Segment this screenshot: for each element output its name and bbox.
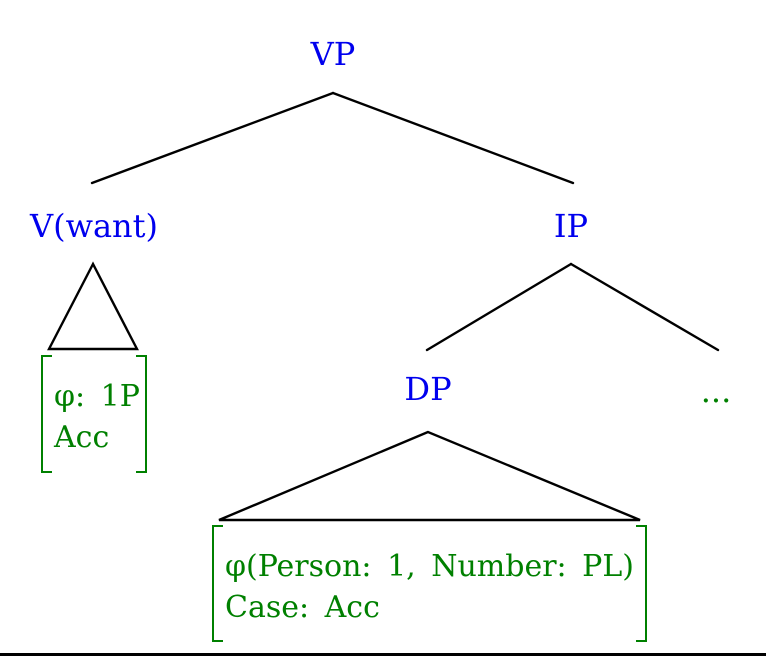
edge-vp-v — [90, 91, 335, 185]
feature-text: φ(Person: 1, Number: PL) Case: Acc — [225, 546, 634, 628]
feature-structure-dp: φ(Person: 1, Number: PL) Case: Acc — [212, 525, 647, 642]
node-ellipsis: ... — [700, 372, 732, 410]
left-bracket-icon — [212, 525, 223, 642]
node-v: V(want) — [29, 207, 159, 245]
feature-line-case: Case: Acc — [225, 589, 380, 625]
feature-line-case: Acc — [54, 420, 110, 455]
edge-ip-ellipsis — [569, 262, 720, 352]
feature-line-phi: φ(Person: 1, Number: PL) — [225, 548, 634, 584]
node-dp: DP — [404, 370, 452, 408]
feature-text: φ: 1P Acc — [54, 376, 140, 458]
edge-vp-ip — [331, 91, 575, 185]
node-ip: IP — [553, 207, 589, 245]
feature-structure-v: φ: 1P Acc — [41, 355, 147, 473]
feature-line-phi: φ: 1P — [54, 379, 140, 414]
triangle-dp — [218, 430, 641, 522]
left-bracket-icon — [41, 355, 52, 473]
triangle-v — [47, 261, 139, 351]
bottom-border — [0, 653, 766, 656]
edge-ip-dp — [425, 262, 573, 352]
right-bracket-icon — [136, 355, 147, 473]
right-bracket-icon — [636, 525, 647, 642]
node-vp: VP — [310, 35, 356, 73]
